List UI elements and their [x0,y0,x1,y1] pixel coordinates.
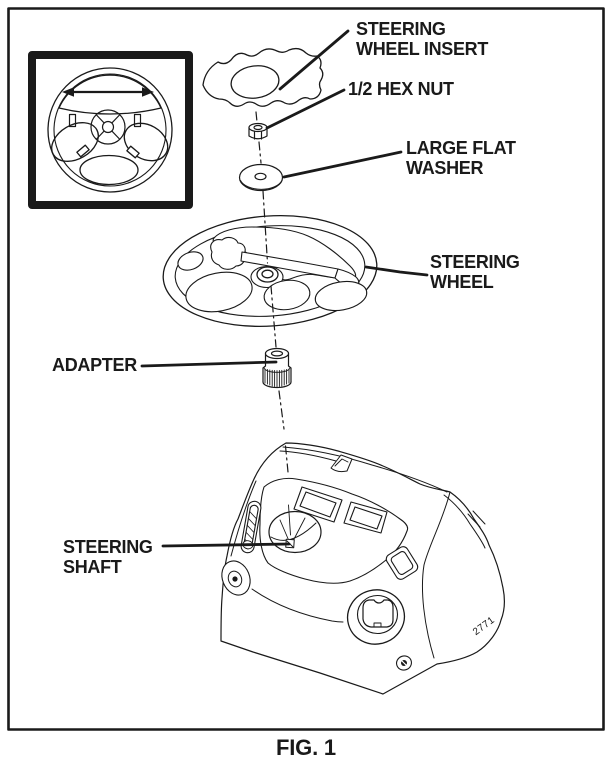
flat-washer-drawing [238,163,284,192]
hex-nut-drawing [248,122,268,140]
steering-wheel-drawing [162,214,378,328]
adapter-knurl [264,368,290,388]
callout-adapter: ADAPTER [52,355,137,375]
leader-steering-wheel-insert [278,29,350,91]
callout-steering-wheel: STEERING WHEEL [430,252,520,292]
callout-line: STEERING [356,19,446,39]
adapter-drawing [262,347,292,389]
callout-steering-wheel-insert: STEERING WHEEL INSERT [356,19,488,59]
throttle-slot [240,500,262,554]
callout-line: WASHER [406,158,484,178]
inset-border [28,51,193,209]
assembly-centerline [255,111,291,536]
steering-wheel-top-view-inset [28,51,193,209]
leader-large-flat-washer [282,150,403,179]
key-slot-button [385,546,419,580]
figure-border [7,7,605,731]
callout-line: 1/2 HEX NUT [348,79,454,99]
figure-caption: FIG. 1 [276,735,336,760]
leader-adapter [140,360,278,368]
left-right-arrow-icon [62,87,154,97]
ignition-switch [346,589,406,645]
leader-steering-wheel [364,265,429,277]
callout-line: WHEEL INSERT [356,39,489,59]
steering-shaft-recess [268,510,322,554]
leader-hex-nut [265,88,346,130]
callout-line: WHEEL [430,272,494,292]
callout-line: SHAFT [63,557,122,577]
callout-line: LARGE FLAT [406,138,516,158]
callout-hex-nut: 1/2 HEX NUT [348,79,454,99]
choke-knob [221,560,251,596]
callout-line: STEERING [430,252,520,272]
mower-console-drawing [220,442,505,695]
leader-steering-shaft [161,542,291,548]
callout-line: ADAPTER [52,355,137,375]
leader-lines [140,29,429,548]
screw [396,655,412,671]
callout-line: STEERING [63,537,153,557]
callout-large-flat-washer: LARGE FLAT WASHER [406,138,516,178]
callout-steering-shaft: STEERING SHAFT [63,537,153,577]
steering-wheel-insert-drawing [202,47,324,107]
inset-hub [68,109,142,145]
gauge-windows [293,486,388,534]
